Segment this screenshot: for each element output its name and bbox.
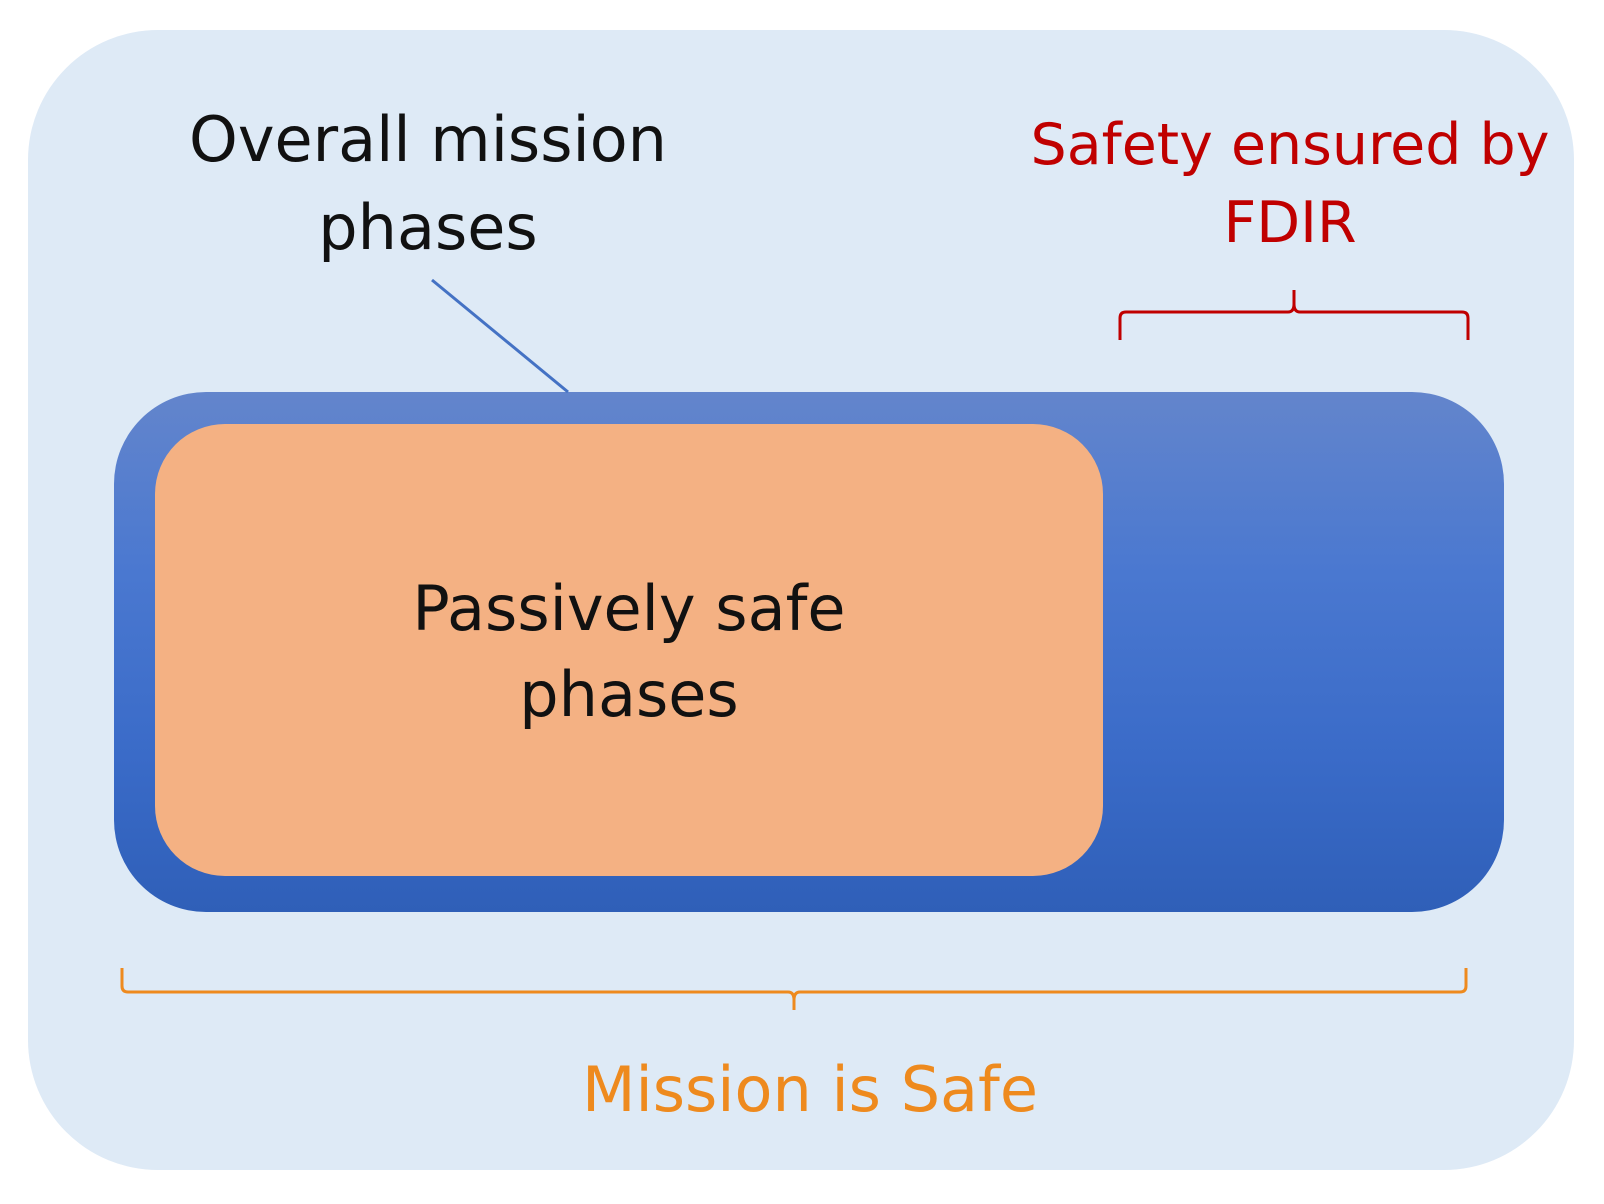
mission-safe-label: Mission is Safe [581,1053,1039,1126]
fdir-label: Safety ensured by FDIR [1030,112,1550,256]
overall-mission-label: Overall mission phases [189,103,667,264]
passively-safe-box: Passively safe phases [155,424,1103,876]
passively-safe-label: Passively safe phases [412,572,846,731]
